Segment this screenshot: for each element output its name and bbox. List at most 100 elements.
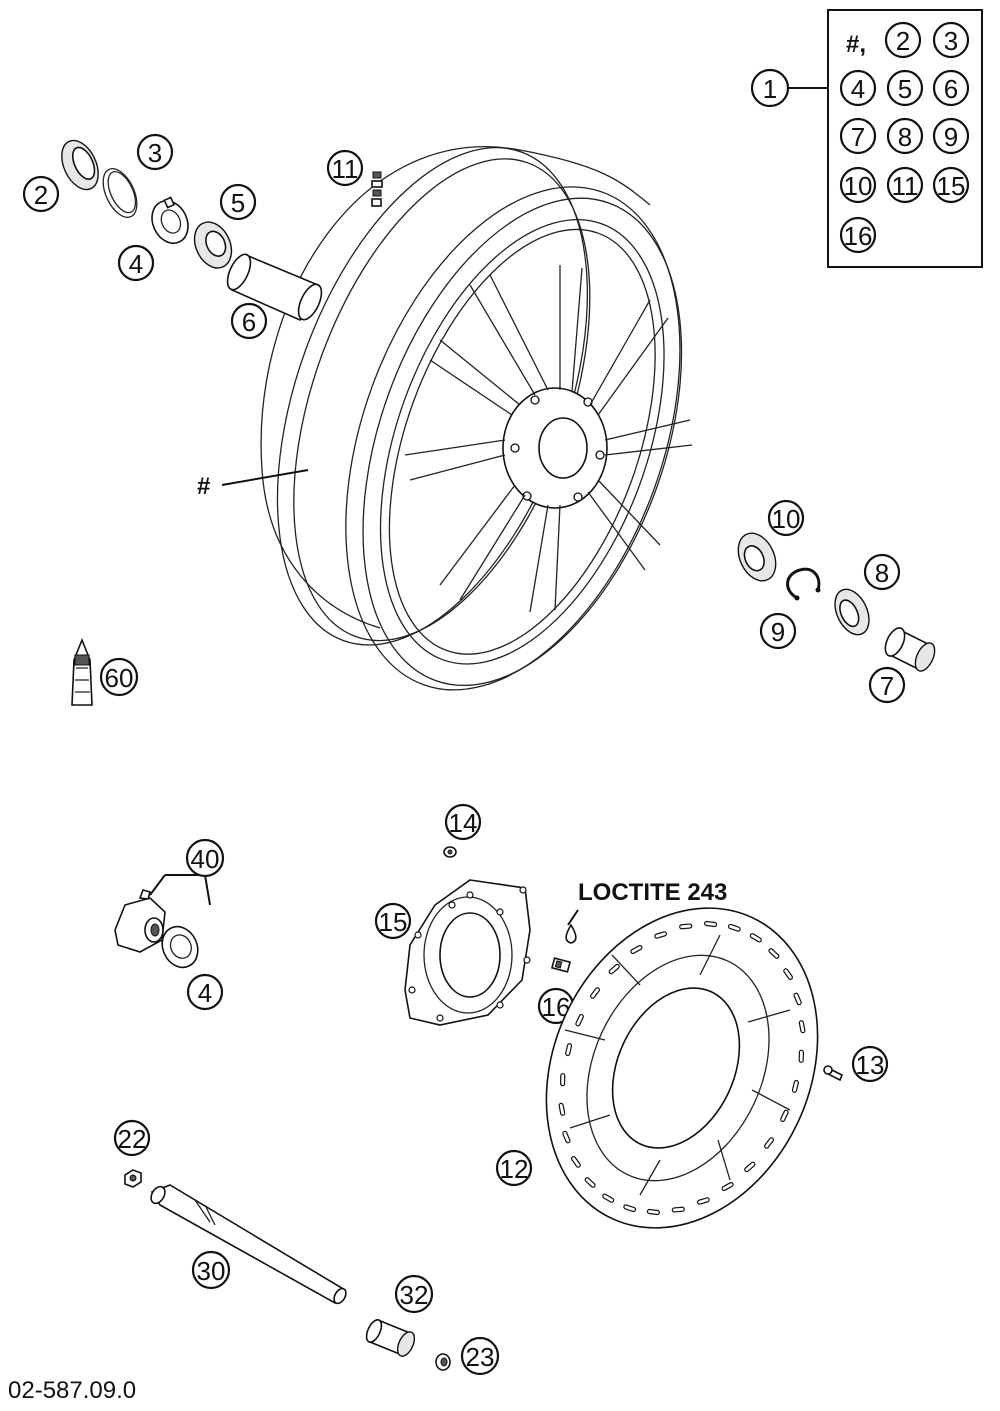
- svg-text:5: 5: [898, 74, 912, 104]
- loctite-drop: [565, 923, 577, 944]
- disc-slot: [584, 1177, 596, 1188]
- callout-3: 3: [136, 133, 174, 171]
- bearing-left: [193, 221, 233, 269]
- disc-slot: [763, 1137, 775, 1149]
- callout-30: 30: [191, 1250, 231, 1290]
- disc-slot: [560, 1073, 566, 1087]
- axle-cap: [435, 1353, 451, 1371]
- svg-text:3: 3: [148, 138, 162, 168]
- bearing-right: [737, 532, 777, 582]
- svg-text:3: 3: [944, 26, 958, 56]
- svg-text:11: 11: [332, 154, 359, 184]
- kit-item-5: 5: [886, 69, 924, 107]
- valve: [371, 171, 383, 207]
- svg-text:40: 40: [191, 844, 220, 874]
- disc-slot: [565, 1043, 573, 1057]
- wheel-marker: #: [197, 473, 210, 500]
- callout-22: 22: [113, 1119, 151, 1157]
- svg-text:5: 5: [231, 188, 245, 218]
- callout-10: 10: [767, 499, 805, 537]
- svg-text:12: 12: [500, 1154, 529, 1184]
- disc-carrier: [404, 879, 531, 1026]
- sensor-ring-bottom: [161, 925, 199, 969]
- seal-right: [834, 588, 870, 636]
- disc-slot: [558, 1102, 566, 1116]
- svg-text:10: 10: [844, 171, 873, 201]
- svg-text:13: 13: [856, 1050, 885, 1080]
- disc-slot: [798, 1020, 806, 1034]
- kit-item-9: 9: [932, 117, 970, 155]
- svg-text:2: 2: [34, 180, 48, 210]
- front-wheel: [260, 146, 693, 691]
- svg-text:6: 6: [242, 307, 256, 337]
- svg-text:9: 9: [771, 617, 785, 647]
- callout-8: 8: [863, 553, 901, 591]
- disc-slot: [749, 933, 762, 943]
- svg-text:14: 14: [449, 808, 478, 838]
- disc-slot: [798, 1049, 804, 1063]
- circlip: [786, 567, 821, 601]
- callout-13: 13: [851, 1045, 889, 1083]
- svg-text:8: 8: [875, 558, 889, 588]
- kit-item-11: 11: [886, 166, 924, 204]
- callout-4-bottom: 4: [186, 973, 224, 1011]
- disc-slot: [791, 1079, 799, 1093]
- axle: [150, 1184, 347, 1305]
- nut: [443, 846, 457, 858]
- svg-text:15: 15: [379, 907, 408, 937]
- kit-item-8: 8: [886, 117, 924, 155]
- loctite-leader: [567, 909, 579, 926]
- brake-disc: [545, 907, 819, 1229]
- disc-slot: [589, 987, 601, 999]
- callout-9: 9: [759, 612, 797, 650]
- spacer-tube: [226, 253, 323, 322]
- disc-slot: [721, 1181, 734, 1192]
- callout-40: 40: [185, 838, 225, 878]
- disc-slot: [696, 1197, 710, 1205]
- disc-slot: [571, 1156, 581, 1168]
- svg-text:4: 4: [129, 249, 143, 279]
- disc-slot: [654, 931, 668, 939]
- disc-slot: [727, 923, 741, 932]
- svg-text:60: 60: [105, 663, 134, 693]
- kit-item-6: 6: [932, 69, 970, 107]
- kit-box: #, 2 3 4 5 6 7 8 9 10 11 15 16: [827, 9, 983, 268]
- svg-text:2: 2: [896, 26, 910, 56]
- callout-2: 2: [22, 175, 60, 213]
- kit-item-4: 4: [839, 69, 877, 107]
- svg-text:16: 16: [844, 221, 873, 251]
- svg-text:15: 15: [937, 171, 966, 201]
- ring-left: [102, 168, 138, 218]
- disc-slot: [780, 1109, 789, 1123]
- callout-32: 32: [394, 1274, 434, 1314]
- svg-text:30: 30: [197, 1256, 226, 1286]
- disc-slot: [679, 923, 693, 930]
- callout-6: 6: [230, 302, 268, 340]
- callout-11: 11: [326, 149, 364, 187]
- svg-text:4: 4: [851, 74, 865, 104]
- disc-slot: [575, 1013, 584, 1027]
- disc-slot: [783, 968, 793, 980]
- sensor-ring-top: [151, 196, 189, 244]
- svg-text:11: 11: [892, 171, 919, 201]
- kit-item-10: 10: [839, 166, 877, 204]
- speed-sensor: [114, 889, 166, 953]
- drawing-number: 02-587.09.0: [8, 1377, 136, 1404]
- disc-slot: [768, 948, 780, 959]
- disc-slot: [744, 1161, 756, 1173]
- svg-text:6: 6: [944, 74, 958, 104]
- svg-text:8: 8: [898, 122, 912, 152]
- callout-23: 23: [460, 1336, 500, 1376]
- axle-nut: [124, 1169, 142, 1188]
- axle-spacer: [365, 1318, 416, 1357]
- disc-slot: [630, 944, 643, 955]
- disc-screw: [823, 1065, 844, 1082]
- disc-slot: [602, 1193, 615, 1203]
- disc-slot: [793, 992, 802, 1006]
- wheel-marker-leader: [221, 469, 309, 486]
- callout-12: 12: [495, 1149, 533, 1187]
- disc-slot: [704, 920, 718, 928]
- callout-15: 15: [374, 902, 412, 940]
- loctite-tube: [71, 637, 93, 706]
- disc-slot: [646, 1208, 660, 1216]
